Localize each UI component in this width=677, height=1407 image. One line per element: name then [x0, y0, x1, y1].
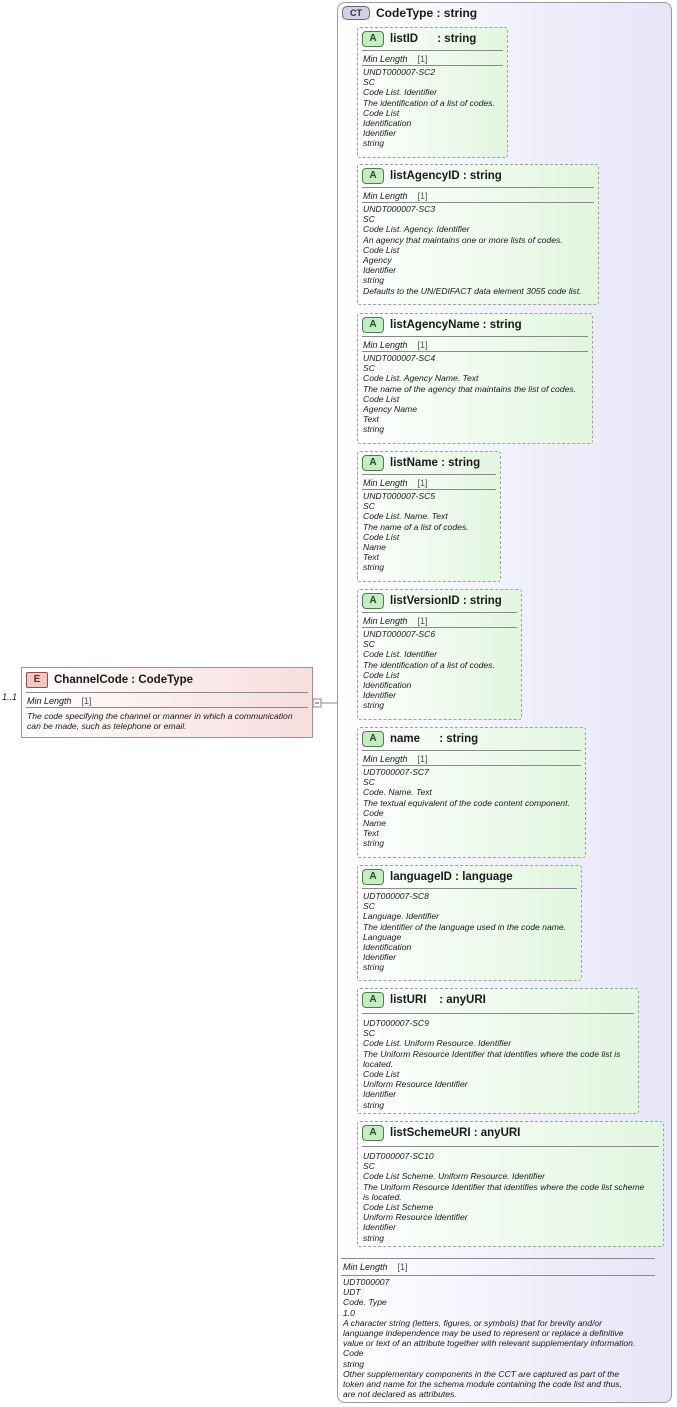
facet-value: [1] — [417, 191, 428, 201]
attribute-title: name : string — [390, 733, 479, 745]
divider — [26, 707, 308, 708]
facet-label: Min Length — [363, 54, 408, 64]
attribute-icon: A — [362, 317, 384, 333]
attribute-documentation: UNDT000007-SC3 SC Code List. Agency. Ide… — [363, 204, 582, 296]
complex-type-footer: Min Length [1] UDT000007 UDT Code. Type 1… — [341, 1258, 655, 1399]
attribute-icon: A — [362, 31, 384, 47]
attribute-documentation: UDT000007-SC8 SC Language. Identifier Th… — [363, 891, 567, 973]
facet-row: Min Length [1] — [358, 51, 507, 65]
facet-row: Min Length [1] — [341, 1259, 655, 1273]
complex-type-title[interactable]: CodeType : string — [376, 6, 478, 20]
facet-value: [1] — [417, 54, 428, 64]
facet-label: Min Length — [343, 1262, 388, 1272]
attribute-documentation: UDT000007-SC10 SC Code List Scheme. Unif… — [363, 1151, 645, 1243]
element-icon: E — [26, 672, 48, 688]
attribute-title: languageID : language — [390, 871, 513, 883]
divider — [362, 888, 577, 889]
element-documentation: The code specifying the channel or manne… — [27, 711, 293, 732]
attribute-title: listID : string — [390, 33, 477, 45]
facet-value: [1] — [417, 478, 428, 488]
facet-label: Min Length — [363, 754, 408, 764]
facet-value: [1] — [397, 1262, 408, 1272]
divider — [362, 474, 496, 475]
attribute-icon: A — [362, 992, 384, 1008]
divider — [362, 627, 517, 628]
attribute-documentation: UNDT000007-SC2 SC Code List. Identifier … — [363, 67, 495, 149]
element-multiplicity: 1..1 — [2, 692, 18, 702]
attribute-documentation: UNDT000007-SC5 SC Code List. Name. Text … — [363, 491, 469, 573]
divider — [362, 351, 588, 352]
facet-label: Min Length — [363, 191, 408, 201]
divider — [362, 612, 517, 613]
divider — [362, 202, 594, 203]
attribute-icon: A — [362, 1125, 384, 1141]
attribute-documentation: UNDT000007-SC6 SC Code List. Identifier … — [363, 629, 495, 711]
attribute-title: listSchemeURI : anyURI — [390, 1127, 521, 1139]
attribute-documentation: UNDT000007-SC4 SC Code List. Agency Name… — [363, 353, 577, 435]
attribute-title: listAgencyName : string — [390, 319, 522, 331]
facet-value: [1] — [417, 616, 428, 626]
attribute-icon: A — [362, 168, 384, 184]
facet-value: [1] — [417, 754, 428, 764]
attribute-icon: A — [362, 593, 384, 609]
facet-row: Min Length [1] — [358, 188, 598, 202]
divider — [341, 1258, 655, 1259]
divider — [362, 336, 588, 337]
attribute-documentation: UDT000007-SC7 SC Code. Name. Text The te… — [363, 767, 570, 849]
facet-row: Min Length [1] — [358, 613, 521, 627]
complex-type-header: CT CodeType : string — [342, 6, 477, 20]
facet-label: Min Length — [363, 616, 408, 626]
element-title: ChannelCode : CodeType — [54, 674, 194, 686]
element-box[interactable]: E ChannelCode : CodeType Min Length [1] T… — [21, 667, 313, 738]
facet-value: [1] — [417, 340, 428, 350]
facet-label: Min Length — [363, 340, 408, 350]
divider — [362, 1013, 634, 1014]
divider — [362, 187, 594, 188]
attribute-icon: A — [362, 455, 384, 471]
divider — [362, 65, 503, 66]
attribute-icon: A — [362, 869, 384, 885]
facet-label: Min Length — [27, 696, 72, 706]
facet-value: [1] — [81, 696, 92, 706]
facet-row: Min Length [1] — [358, 751, 585, 765]
divider — [341, 1275, 655, 1276]
divider — [26, 692, 308, 693]
attribute-title: listAgencyID : string — [390, 170, 502, 182]
divider — [362, 750, 581, 751]
facet-row: Min Length [1] — [358, 337, 592, 351]
attribute-title: listName : string — [390, 457, 481, 469]
facet-row: Min Length [1] — [358, 475, 500, 489]
divider — [362, 489, 496, 490]
attribute-documentation: UDT000007-SC9 SC Code List. Uniform Reso… — [363, 1018, 621, 1110]
complex-type-icon: CT — [342, 6, 370, 20]
facet-row: Min Length [1] — [22, 693, 312, 707]
divider — [362, 765, 581, 766]
attribute-title: listVersionID : string — [390, 595, 502, 607]
divider — [362, 1146, 659, 1147]
divider — [362, 50, 503, 51]
facet-label: Min Length — [363, 478, 408, 488]
attribute-icon: A — [362, 731, 384, 747]
complex-type-documentation: UDT000007 UDT Code. Type 1.0 A character… — [343, 1277, 636, 1400]
attribute-title: listURI : anyURI — [390, 994, 486, 1006]
